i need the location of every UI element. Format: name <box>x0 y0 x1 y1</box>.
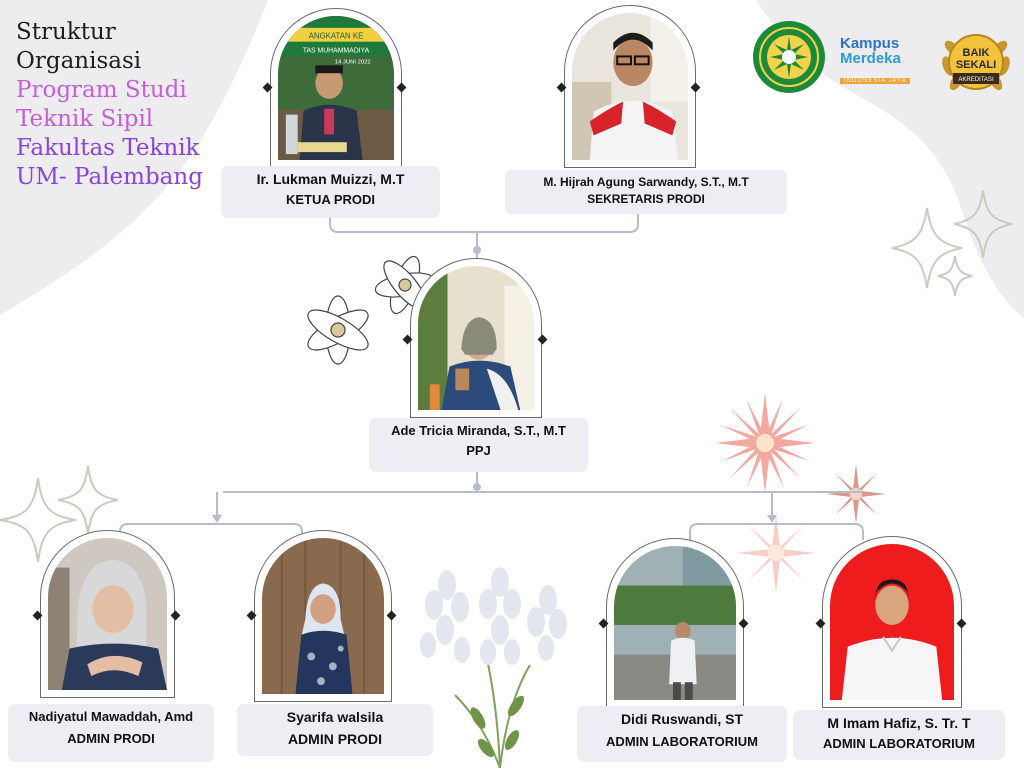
merdeka-logo-text: Merdeka <box>840 50 901 67</box>
member-role: ADMIN PRODI <box>287 731 383 747</box>
member-name: Didi Ruswandi, ST <box>620 711 744 727</box>
photo-frame-lab2 <box>822 536 962 708</box>
member-name: Ir. Lukman Muizzi, M.T <box>256 171 405 187</box>
akreditasi-text-3: AKREDITASI <box>958 77 994 83</box>
photo-frame-lab1 <box>606 538 744 708</box>
photo-admin2 <box>262 538 384 694</box>
member-card-admin2: Syarifa walsila ADMIN PRODI <box>237 704 433 756</box>
title-line-um: UM- Palembang <box>16 164 203 190</box>
kampus-merdeka-logo: Kampus Merdeka INDONESIA JAYA <box>840 36 926 86</box>
photo-lab1 <box>614 546 736 700</box>
member-card-ppj: Ade Tricia Miranda, S.T., M.T PPJ <box>369 418 588 472</box>
photo-frame-admin1 <box>40 530 175 698</box>
member-role: ADMIN LABORATORIUM <box>823 736 975 751</box>
title-line-fakultas: Fakultas Teknik <box>16 135 200 161</box>
member-card-sekretaris: M. Hijrah Agung Sarwandy, S.T., M.T SEKR… <box>505 170 787 214</box>
akreditasi-text-2: SEKALI <box>956 59 996 71</box>
photo-frame-ppj <box>410 258 542 418</box>
member-name: Nadiyatul Mawaddah, Amd <box>28 709 194 724</box>
photo-frame-ketua: ANGKATAN KE TAS MUHAMMADIYA 14 JUNI 2022 <box>270 8 402 168</box>
lavender-plant-icon <box>420 567 567 768</box>
photo-ppj <box>418 266 534 410</box>
title-line-teknik-sipil: Teknik Sipil <box>16 106 154 132</box>
member-name: M. Hijrah Agung Sarwandy, S.T., M.T <box>543 175 749 189</box>
member-role: KETUA PRODI <box>285 192 376 207</box>
member-card-admin1: Nadiyatul Mawaddah, Amd ADMIN PRODI <box>8 704 214 762</box>
logo-group: Kampus Merdeka INDONESIA JAYA BAIK SEKAL… <box>748 12 1020 100</box>
pink-flower-icon <box>715 393 886 593</box>
title-line-program-studi: Program Studi <box>16 77 187 103</box>
member-role: ADMIN PRODI <box>67 731 155 746</box>
member-name: Ade Tricia Miranda, S.T., M.T <box>391 423 566 438</box>
muhammadiyah-logo-icon <box>752 20 826 94</box>
member-card-lab1: Didi Ruswandi, ST ADMIN LABORATORIUM <box>577 706 787 762</box>
member-role: ADMIN LABORATORIUM <box>606 734 758 749</box>
photo-admin1 <box>48 538 167 690</box>
member-role: PPJ <box>466 443 491 458</box>
kampus-tagline: INDONESIA JAYA <box>840 78 911 84</box>
photo-ketua: ANGKATAN KE TAS MUHAMMADIYA 14 JUNI 2022 <box>278 16 394 160</box>
photo-sekretaris <box>572 13 688 160</box>
white-flower-icon <box>307 255 436 365</box>
banner-text-2: TAS MUHAMMADIYA <box>303 47 370 54</box>
title-line-organisasi: Organisasi <box>16 48 142 74</box>
member-role: SEKRETARIS PRODI <box>587 192 705 206</box>
photo-lab2 <box>830 544 954 700</box>
banner-text-3: 14 JUNI 2022 <box>335 59 371 65</box>
member-name: Syarifa walsila <box>286 709 384 725</box>
photo-frame-sekretaris <box>564 5 696 168</box>
member-card-lab2: M Imam Hafiz, S. Tr. T ADMIN LABORATORIU… <box>793 710 1005 760</box>
member-card-ketua: Ir. Lukman Muizzi, M.T KETUA PRODI <box>221 166 440 218</box>
page-title: Struktur Organisasi Program Studi Teknik… <box>16 18 203 192</box>
photo-frame-admin2 <box>254 530 392 702</box>
banner-text: ANGKATAN KE <box>309 32 364 41</box>
kampus-logo-text: Kampus <box>840 35 900 52</box>
title-line-struktur: Struktur <box>16 19 116 45</box>
member-name: M Imam Hafiz, S. Tr. T <box>827 715 971 731</box>
akreditasi-text-1: BAIK <box>963 47 990 59</box>
akreditasi-badge-icon: BAIK SEKALI AKREDITASI <box>936 22 1016 102</box>
